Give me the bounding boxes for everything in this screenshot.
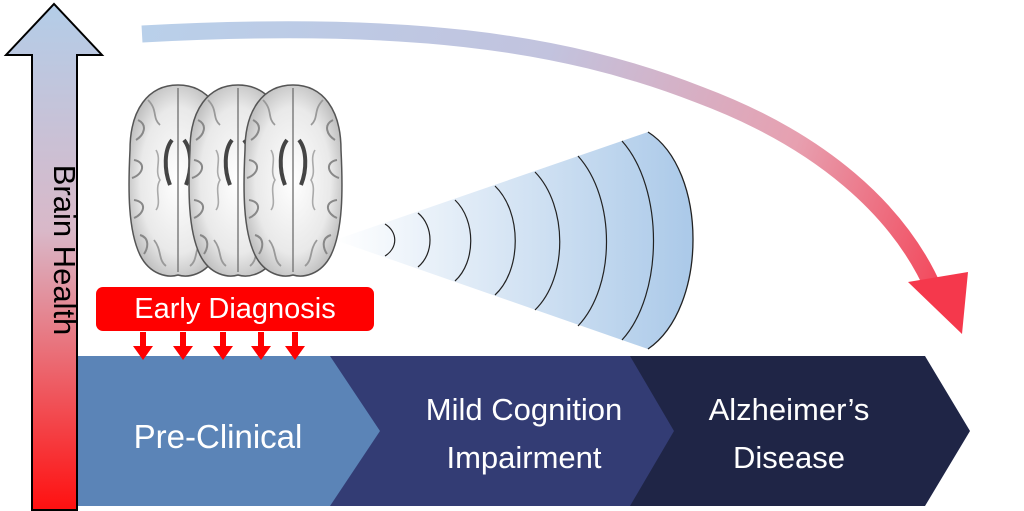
stage-label-mild-cognition-line1: Mild Cognition (426, 392, 622, 427)
early-diagnosis-label: Early Diagnosis (134, 293, 335, 325)
down-arrow-icon (251, 332, 271, 360)
down-arrow-icon (133, 332, 153, 360)
stage-chevron-mild-cognition (318, 356, 684, 506)
brain-health-axis-label: Brain Health (47, 165, 82, 336)
stage-chevron-pre-clinical (78, 356, 380, 506)
stage-label-alzheimers-line1: Alzheimer’s (709, 392, 870, 427)
diagnosis-arrows (133, 332, 305, 360)
stage-label-mild-cognition-line2: Impairment (446, 440, 601, 475)
stage-chevron-alzheimers (630, 356, 970, 506)
brain-health-axis-arrow (3, 2, 105, 511)
axial-brain-mri-icon (127, 83, 344, 278)
decline-arrowhead (908, 272, 968, 334)
detection-cone-icon (335, 131, 694, 350)
down-arrow-icon (173, 332, 193, 360)
down-arrow-icon (285, 332, 305, 360)
stage-label-pre-clinical: Pre-Clinical (134, 418, 303, 455)
early-diagnosis-badge: Early Diagnosis (96, 287, 374, 331)
stage-label-alzheimers-line2: Disease (733, 440, 845, 475)
decline-curve (141, 21, 943, 296)
stage-bar (78, 356, 970, 506)
down-arrow-icon (213, 332, 233, 360)
